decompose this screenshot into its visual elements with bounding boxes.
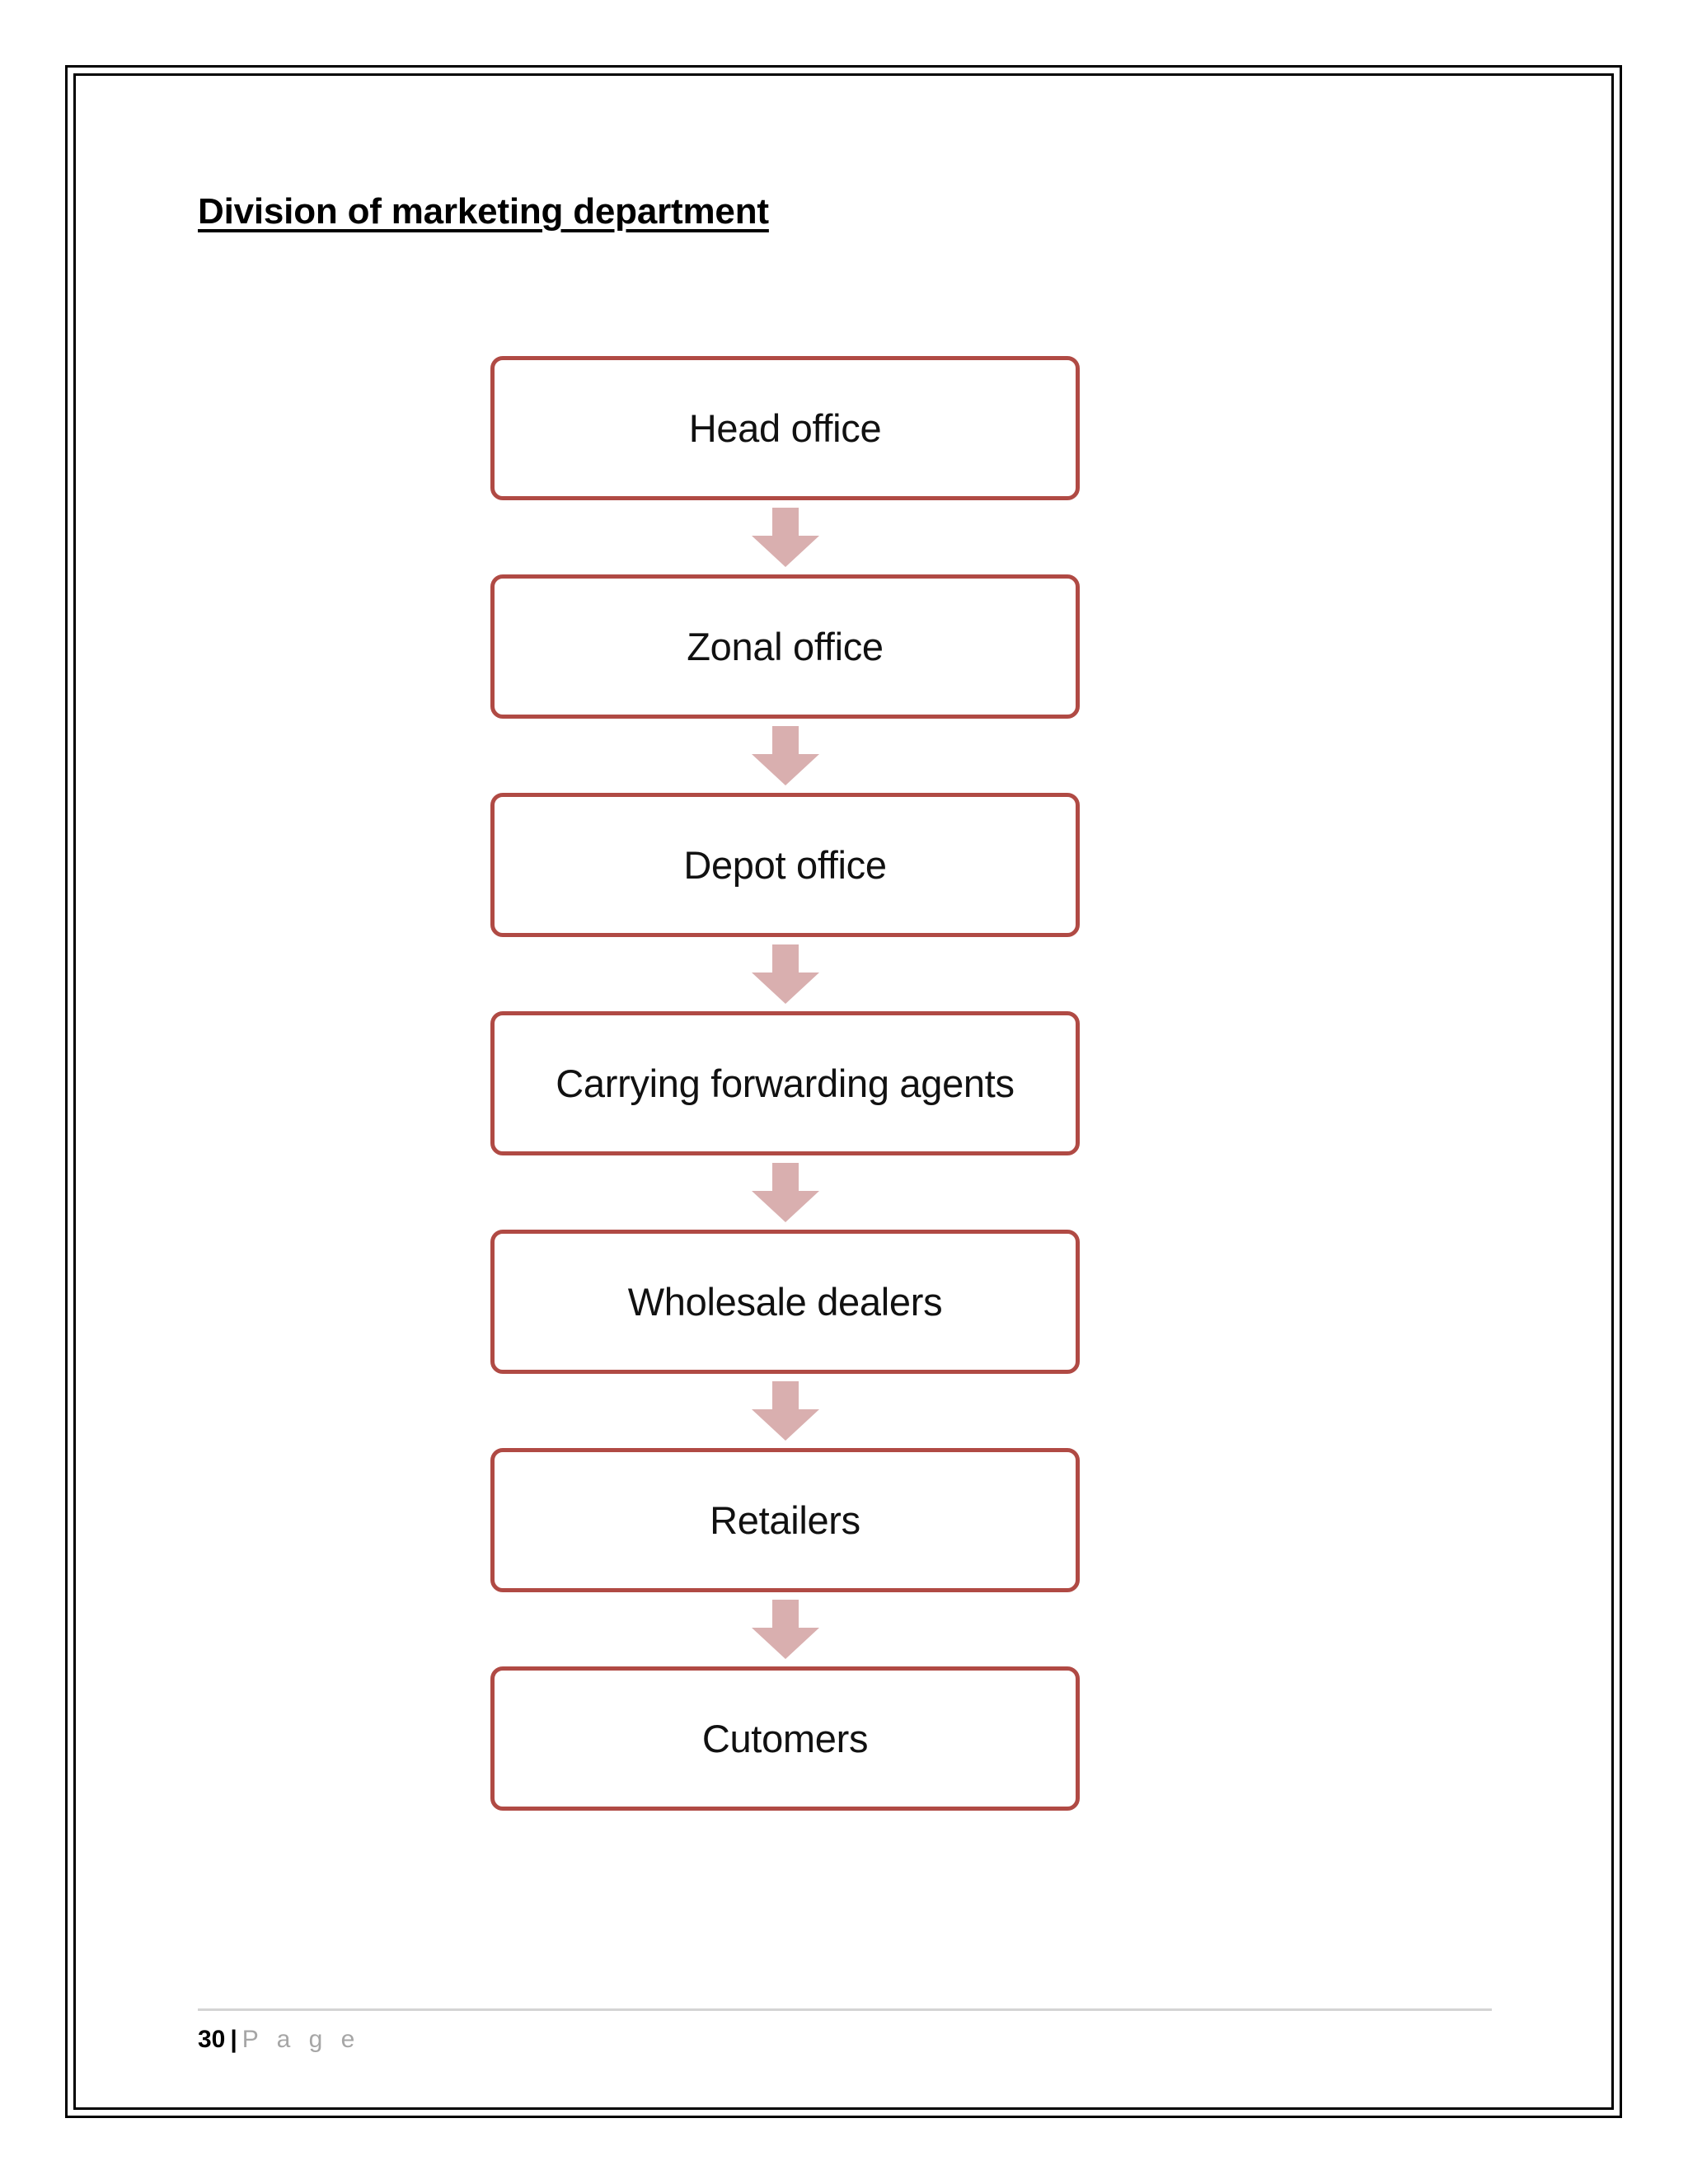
- flow-node-head-office[interactable]: Head office: [490, 356, 1080, 500]
- flow-node-label: Cutomers: [701, 1716, 869, 1760]
- flow-node-zonal-office[interactable]: Zonal office: [490, 574, 1080, 719]
- page-title: Division of marketing department: [198, 191, 769, 232]
- footer-separator: |: [230, 2026, 237, 2053]
- flow-node-wholesale-dealers[interactable]: Wholesale dealers: [490, 1230, 1080, 1374]
- down-arrow-icon: [751, 508, 819, 567]
- down-arrow-icon: [751, 726, 819, 785]
- footer-divider: [198, 2008, 1492, 2011]
- flow-connector-1: [490, 500, 1080, 574]
- flow-node-label: Wholesale dealers: [627, 1279, 943, 1324]
- flow-node-cutomers[interactable]: Cutomers: [490, 1666, 1080, 1811]
- down-arrow-icon: [751, 1600, 819, 1659]
- flow-node-label: Zonal office: [687, 624, 884, 668]
- flow-node-label: Retailers: [710, 1497, 860, 1542]
- marketing-division-flowchart: Head office Zonal office Depot office: [490, 356, 1080, 1811]
- page-footer: 30|P a g e: [198, 2026, 360, 2054]
- flow-connector-4: [490, 1155, 1080, 1230]
- flow-connector-3: [490, 937, 1080, 1011]
- down-arrow-icon: [751, 1163, 819, 1222]
- down-arrow-icon: [751, 1381, 819, 1441]
- footer-page-word: P a g e: [241, 2026, 361, 2053]
- flow-node-depot-office[interactable]: Depot office: [490, 793, 1080, 937]
- flow-node-label: Carrying forwarding agents: [556, 1061, 1015, 1105]
- down-arrow-icon: [751, 944, 819, 1004]
- flow-connector-5: [490, 1374, 1080, 1448]
- flow-connector-2: [490, 719, 1080, 793]
- flow-node-label: Depot office: [683, 842, 887, 887]
- flow-node-carrying-forwarding-agents[interactable]: Carrying forwarding agents: [490, 1011, 1080, 1155]
- flow-connector-6: [490, 1592, 1080, 1666]
- footer-page-number: 30: [198, 2026, 226, 2053]
- flow-node-label: Head office: [688, 405, 882, 450]
- flow-node-retailers[interactable]: Retailers: [490, 1448, 1080, 1592]
